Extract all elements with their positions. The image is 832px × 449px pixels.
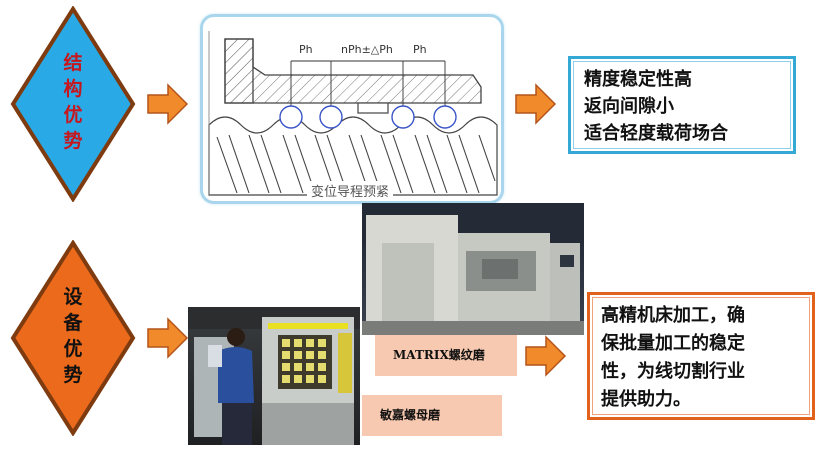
equipment-advantage-line: 保批量加工的稳定 — [601, 333, 745, 354]
equipment-diamond-label: 设 备 优 势 — [63, 286, 83, 386]
nut-grinder-photo — [188, 307, 360, 445]
structure-advantage-box: 精度稳定性高 返向间隙小 适合轻度载荷场合 — [568, 56, 796, 154]
dim-label-left: Ph — [299, 43, 313, 56]
diagram-caption: 变位导程预紧 — [307, 181, 394, 200]
dim-label-middle: nPh±△Ph — [341, 43, 393, 56]
dim-label-right: Ph — [413, 43, 427, 56]
equipment-advantage-line: 高精机床加工，确 — [601, 305, 745, 326]
equipment-advantage-box: 高精机床加工，确 保批量加工的稳定 性，为线切割行业 提供助力。 — [587, 292, 815, 420]
structure-advantage-line: 返向间隙小 — [584, 96, 674, 117]
equipment-advantage-line: 性，为线切割行业 — [601, 361, 745, 382]
arrow-right-icon — [525, 335, 567, 377]
structure-diamond — [10, 6, 136, 202]
matrix-grinder-caption: MATRIX螺纹磨 — [375, 335, 517, 376]
nut-grinder-caption: 敏嘉螺母磨 — [362, 395, 502, 436]
equipment-advantage-line: 提供助力。 — [601, 389, 691, 410]
structure-diamond-label: 结 构 优 势 — [63, 52, 83, 152]
arrow-right-icon — [147, 83, 189, 125]
ball-screw-drawing — [208, 31, 498, 196]
equipment-diamond — [10, 240, 136, 436]
arrow-right-icon — [147, 317, 189, 359]
matrix-grinder-photo — [362, 203, 584, 335]
structure-advantage-line: 适合轻度载荷场合 — [584, 123, 728, 144]
ball-screw-diagram: Ph nPh±△Ph Ph 变位导程预紧 — [200, 14, 504, 204]
arrow-right-icon — [515, 83, 557, 125]
structure-advantage-line: 精度稳定性高 — [584, 69, 692, 90]
